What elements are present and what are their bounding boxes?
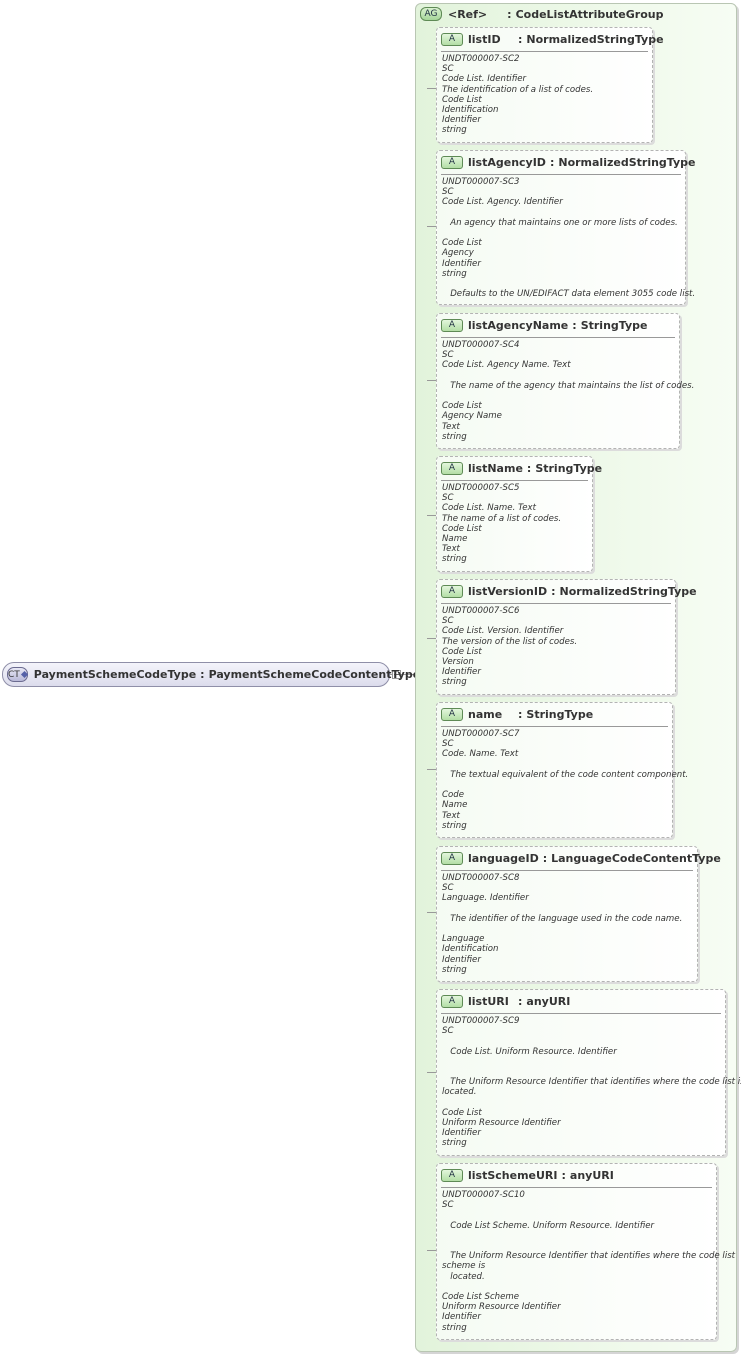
attribute-badge: A (441, 1168, 463, 1182)
attribute-header: A listSchemeURI : anyURI (441, 1167, 614, 1183)
attribute-documentation: UNDT000007-SC3 SC Code List. Agency. Ide… (442, 177, 696, 300)
attribute-branch (427, 226, 436, 227)
attribute-colon: : (518, 994, 523, 1008)
attribute-name: listVersionID (468, 584, 548, 598)
attribute-branch (427, 1072, 436, 1073)
attribute-branch (427, 769, 436, 770)
attribute-documentation: UNDT000007-SC7 SC Code. Name. Text The t… (442, 729, 689, 831)
attribute-listSchemeURI[interactable]: A listSchemeURI : anyURI UNDT000007-SC10… (436, 1163, 735, 1340)
attribute-name: listAgencyID (468, 155, 546, 169)
attribute-branch (427, 912, 436, 913)
attribute-documentation: UNDT000007-SC8 SC Language. Identifier T… (442, 873, 683, 975)
attribute-type: NormalizedStringType (558, 155, 696, 169)
attribute-divider (441, 480, 588, 481)
attribute-colon: : (518, 707, 523, 721)
attribute-listName[interactable]: A listName : StringType UNDT000007-SC5 S… (436, 456, 602, 572)
attribute-branch (427, 88, 436, 89)
attribute-colon: : (572, 318, 577, 332)
attribute-type: StringType (535, 461, 603, 475)
attribute-name: name (468, 707, 503, 721)
attribute-type: anyURI (526, 994, 571, 1008)
collapse-toggle-icon[interactable] (392, 670, 401, 679)
attribute-divider (441, 1013, 721, 1014)
attribute-branch (427, 515, 436, 516)
complex-type-colon: : (200, 668, 205, 681)
attribute-type: anyURI (569, 1168, 614, 1182)
attribute-badge: A (441, 32, 463, 46)
attribute-documentation: UNDT000007-SC4 SC Code List. Agency Name… (442, 340, 695, 442)
attribute-listID[interactable]: A listID : NormalizedStringType UNDT0000… (436, 27, 664, 143)
attribute-documentation: UNDT000007-SC2 SC Code List. Identifier … (442, 54, 594, 136)
attribute-header: A languageID : LanguageCodeContentType (441, 850, 721, 866)
attribute-name: listSchemeURI (468, 1168, 558, 1182)
attribute-divider (441, 337, 675, 338)
attribute-group-type: CodeListAttributeGroup (515, 7, 664, 21)
attribute-header: A listName : StringType (441, 460, 602, 476)
attribute-name-attr[interactable]: A name : StringType UNDT000007-SC7 SC Co… (436, 702, 688, 838)
attribute-header: A listVersionID : NormalizedStringType (441, 583, 697, 599)
attribute-listURI[interactable]: A listURI : anyURI UNDT000007-SC9 SC Cod… (436, 989, 741, 1156)
attribute-branch (427, 380, 436, 381)
attribute-badge: A (441, 461, 463, 475)
attribute-documentation: UNDT000007-SC5 SC Code List. Name. Text … (442, 483, 562, 565)
attribute-name: listName (468, 461, 523, 475)
attribute-colon: : (561, 1168, 566, 1182)
sequence-diamond-icon (20, 670, 28, 679)
attribute-header: A listURI : anyURI (441, 993, 570, 1009)
attribute-divider (441, 1187, 712, 1188)
attribute-group-header: AG <Ref> : CodeListAttributeGroup (420, 6, 663, 22)
attribute-header: A listAgencyName : StringType (441, 317, 647, 333)
attribute-colon: : (549, 155, 555, 169)
attribute-documentation: UNDT000007-SC6 SC Code List. Version. Id… (442, 606, 578, 688)
connector-ct-to-collapse (390, 674, 392, 675)
attribute-header: A name : StringType (441, 706, 593, 722)
attribute-branch (427, 638, 436, 639)
attribute-listAgencyName[interactable]: A listAgencyName : StringType UNDT000007… (436, 313, 694, 449)
attribute-type: LanguageCodeContentType (551, 851, 721, 865)
attribute-badge: A (441, 584, 463, 598)
attribute-listVersionID[interactable]: A listVersionID : NormalizedStringType U… (436, 579, 697, 695)
attribute-type: NormalizedStringType (559, 584, 697, 598)
attribute-divider (441, 603, 671, 604)
attribute-colon: : (518, 32, 523, 46)
attribute-colon: : (542, 851, 548, 865)
complex-type-badge-label: CT (8, 669, 20, 680)
attribute-name: listURI (468, 994, 509, 1008)
attribute-listAgencyID[interactable]: A listAgencyID : NormalizedStringType UN… (436, 150, 696, 305)
attribute-group-badge: AG (420, 7, 442, 21)
attribute-documentation: UNDT000007-SC9 SC Code List. Uniform Res… (442, 1016, 741, 1149)
attribute-branch (427, 1250, 436, 1251)
attribute-group-colon: : (507, 7, 512, 21)
attribute-colon: : (551, 584, 556, 598)
attribute-documentation: UNDT000007-SC10 SC Code List Scheme. Uni… (442, 1190, 736, 1333)
attribute-divider (441, 870, 693, 871)
complex-type-badge: CT (7, 667, 28, 682)
attribute-type: StringType (580, 318, 648, 332)
attribute-divider (441, 726, 668, 727)
attribute-name: listID (468, 32, 501, 46)
attribute-colon: : (526, 461, 532, 475)
attribute-badge: A (441, 994, 463, 1008)
connector-to-group (401, 674, 415, 675)
attribute-divider (441, 174, 681, 175)
attribute-header: A listID : NormalizedStringType (441, 31, 664, 47)
attribute-divider (441, 51, 648, 52)
attribute-badge: A (441, 318, 463, 332)
attribute-badge: A (441, 155, 463, 169)
attribute-name: languageID (468, 851, 539, 865)
attribute-header: A listAgencyID : NormalizedStringType (441, 154, 696, 170)
attribute-badge: A (441, 851, 463, 865)
attribute-type: StringType (526, 707, 594, 721)
attribute-type: NormalizedStringType (526, 32, 664, 46)
attribute-badge: A (441, 707, 463, 721)
complex-type-base: PaymentSchemeCodeContentType (208, 668, 421, 681)
attribute-name: listAgencyName (468, 318, 569, 332)
attribute-group-ref: <Ref> (448, 7, 488, 21)
complex-type-node[interactable]: CT PaymentSchemeCodeType : PaymentScheme… (2, 662, 420, 687)
complex-type-name: PaymentSchemeCodeType (33, 668, 197, 681)
attribute-languageID[interactable]: A languageID : LanguageCodeContentType U… (436, 846, 721, 982)
